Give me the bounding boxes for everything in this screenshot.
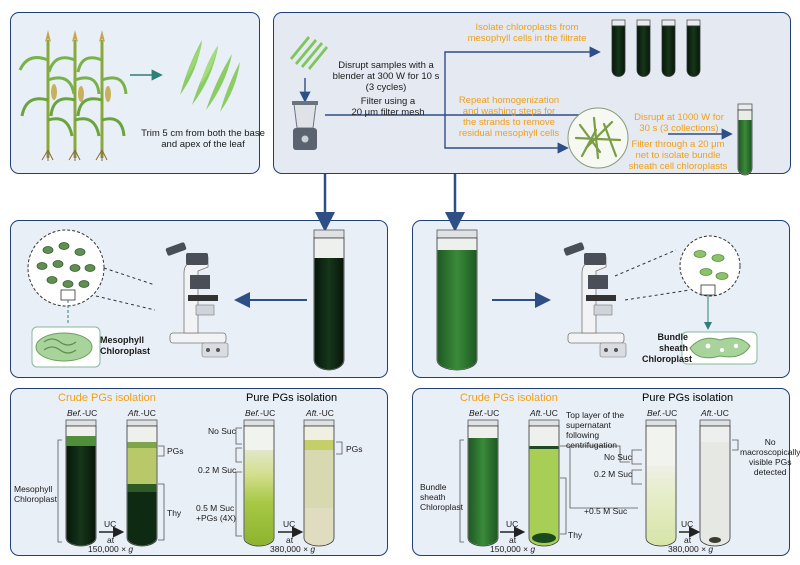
small-leaf-strips-icon: [290, 36, 328, 70]
br-pure-bef-uc-label: Bef.-UC: [647, 408, 678, 418]
mesophyll-cell-circle: [27, 229, 105, 307]
br-speed2-label: 380,000 × g: [668, 544, 714, 554]
microscope-right: [563, 242, 627, 358]
br-at2-label: at: [684, 535, 692, 545]
bl-uc2-label: UC: [283, 519, 296, 529]
bl-crude-title: Crude PGs isolation: [58, 392, 156, 404]
mesophyll-sample-tube: [313, 229, 345, 371]
bl-speed2-label: 380,000 × g: [270, 544, 316, 554]
blender-icon: [292, 101, 318, 150]
filter-step-text: Filter using a 20 μm filter mesh: [351, 96, 425, 118]
bl-sample-label: Mesophyll Chloroplast: [14, 484, 57, 504]
bundle-sheath-tube: [737, 103, 753, 176]
leaf-strips-illustration: [180, 40, 240, 112]
bl-pure-aft-uc-tube: [303, 419, 335, 547]
br-pure-aft-uc-label: Aft.-UC: [701, 408, 729, 418]
bl-pure-bef-uc-tube: [243, 419, 275, 547]
br-aft-uc-tube: [528, 419, 560, 547]
bl-pure-aft-uc-label: Aft.-UC: [306, 408, 334, 418]
filter-20um-net-text: Filter through a 20 μm net to isolate bu…: [628, 139, 728, 172]
br-aft-uc-label: Aft.-UC: [530, 408, 558, 418]
bl-bef-uc-tube: [65, 419, 97, 547]
panel-chloroplast-extraction: [273, 12, 791, 174]
bl-speed1-label: 150,000 × g: [88, 544, 134, 554]
microscope-left: [165, 242, 229, 358]
vascular-strands-illustration: [567, 107, 629, 169]
br-bef-uc-label: Bef.-UC: [469, 408, 500, 418]
br-pure-bef-uc-tube: [645, 419, 677, 547]
mesophyll-chloroplast-closeup: [31, 326, 101, 368]
bl-at-label: at: [107, 535, 115, 545]
bl-uc-label: UC: [104, 519, 117, 529]
bl-aft-uc-label: Aft.-UC: [128, 408, 156, 418]
bl-bef-uc-label: Bef.-UC: [67, 408, 98, 418]
bl-05m-suc-label: 0.5 M Suc +PGs (4X): [196, 503, 236, 523]
isolate-mesophyll-text: Isolate chloroplasts from mesophyll cell…: [467, 22, 587, 44]
br-at-label: at: [509, 535, 517, 545]
bl-at2-label: at: [286, 535, 294, 545]
bl-pgs-label: PGs: [167, 446, 184, 456]
blender-step-text: Disrupt samples with a blender at 300 W …: [332, 60, 440, 93]
repeat-homogenization-text: Repeat homogenization and washing steps …: [458, 95, 560, 139]
br-crude-title: Crude PGs isolation: [460, 392, 558, 404]
br-thy-label: Thy: [568, 530, 583, 540]
br-no-suc-label: No Suc: [604, 452, 632, 462]
bl-aft-uc-tube: [126, 419, 158, 547]
bl-02m-suc-label: 0.2 M Suc: [198, 465, 237, 475]
br-02m-suc-label: 0.2 M Suc: [594, 469, 633, 479]
br-top-layer-label: Top layer of the supernatant following c…: [566, 410, 625, 450]
bundle-chloroplast-closeup: [681, 331, 758, 365]
bl-pure-bef-uc-label: Bef.-UC: [245, 408, 276, 418]
mesophyll-chloroplast-tubes: [611, 19, 701, 77]
mesophyll-chloroplast-label: Mesophyll Chloroplast: [100, 335, 151, 356]
br-uc-label: UC: [506, 519, 519, 529]
bundle-cell-circle: [679, 235, 741, 297]
bundle-sample-tube: [436, 229, 478, 371]
br-sample-label: Bundle sheath Chloroplast: [420, 482, 463, 512]
trim-leaf-text: Trim 5 cm from both the base and apex of…: [141, 128, 265, 150]
br-no-pgs-label: No macroscopically visible PGs detected: [740, 437, 800, 477]
br-pure-title: Pure PGs isolation: [642, 392, 734, 404]
maize-plants-illustration: [18, 30, 128, 161]
br-05m-suc-label: +0.5 M Suc: [584, 506, 628, 516]
br-speed1-label: 150,000 × g: [490, 544, 536, 554]
bl-pure-title: Pure PGs isolation: [246, 392, 338, 404]
br-uc2-label: UC: [681, 519, 694, 529]
bl-thy-label: Thy: [167, 508, 182, 518]
disrupt-1000w-text: Disrupt at 1000 W for 30 s (3 collection…: [634, 112, 724, 134]
br-pure-aft-uc-tube: [699, 419, 731, 547]
br-bef-uc-tube: [467, 419, 499, 547]
bl-pure-pgs-label: PGs: [346, 444, 363, 454]
bl-no-suc-label: No Suc: [208, 426, 236, 436]
bundle-sheath-chloroplast-label: Bundle sheath Chloroplast: [642, 332, 693, 364]
